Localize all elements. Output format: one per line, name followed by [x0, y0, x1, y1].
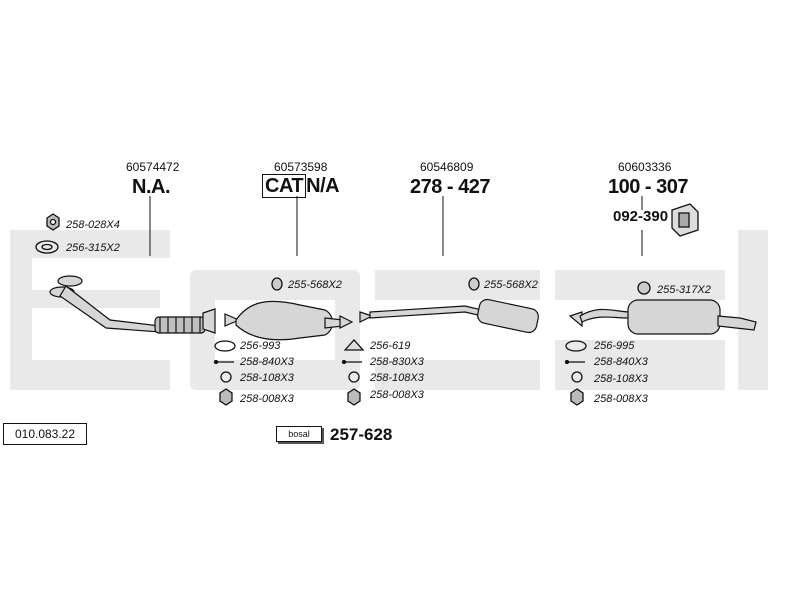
- part-label: 258-830X3: [370, 356, 424, 368]
- kit-number: 257-628: [330, 425, 393, 444]
- clamp-icon: [565, 340, 587, 352]
- part-label: 255-317X2: [657, 284, 711, 296]
- oe-number-1: 60574472: [126, 160, 180, 174]
- front-pipe: [49, 275, 216, 334]
- part-label: 258-108X3: [594, 373, 648, 385]
- part-label: 255-568X2: [484, 279, 538, 291]
- oe-number-4: 60603336: [618, 160, 672, 174]
- part-number-1: N.A.: [132, 176, 171, 198]
- washer-icon: [571, 371, 583, 383]
- part-label: 256-315X2: [66, 242, 120, 254]
- catalytic-converter: [224, 300, 354, 341]
- centre-silencer: [359, 298, 539, 334]
- nut-icon: [570, 388, 584, 406]
- clamp-icon: [214, 340, 236, 352]
- washer-icon: [348, 371, 360, 383]
- part-label: 258-108X3: [240, 372, 294, 384]
- gasket-icon: [35, 240, 59, 254]
- nut-icon: [347, 388, 361, 406]
- rubber-mount-icon: [671, 203, 699, 237]
- document-id: 010.083.22: [3, 423, 87, 445]
- part-label: 258-108X3: [370, 372, 424, 384]
- gasket-icon: [637, 281, 651, 295]
- part-number-2: N/A: [306, 175, 340, 197]
- cat-label: CAT: [262, 174, 307, 198]
- part-label: 256-995: [594, 340, 635, 352]
- washer-icon: [220, 371, 232, 383]
- part-label: 255-568X2: [288, 279, 342, 291]
- part-label: 258-840X3: [240, 356, 294, 368]
- rear-silencer: [568, 299, 757, 335]
- part-label: 258-008X3: [594, 393, 648, 405]
- bosal-logo: bosal: [276, 426, 322, 442]
- oe-number-2: 60573598: [274, 160, 328, 174]
- gasket-icon: [271, 277, 283, 291]
- nut-icon: [219, 388, 233, 406]
- oe-number-3: 60546809: [420, 160, 474, 174]
- part-label: 258-008X3: [240, 393, 294, 405]
- part-label: 258-028X4: [66, 219, 120, 231]
- part-number-3: 278 - 427: [410, 176, 491, 198]
- part-number-4: 100 - 307: [608, 176, 689, 198]
- part-label: 258-840X3: [594, 356, 648, 368]
- part-label: 256-619: [370, 340, 411, 352]
- part-label: 258-008X3: [370, 389, 424, 401]
- gasket-icon: [468, 277, 480, 291]
- mount-label: 092-390: [613, 208, 669, 225]
- flange-icon: [343, 339, 365, 351]
- part-label: 256-993: [240, 340, 281, 352]
